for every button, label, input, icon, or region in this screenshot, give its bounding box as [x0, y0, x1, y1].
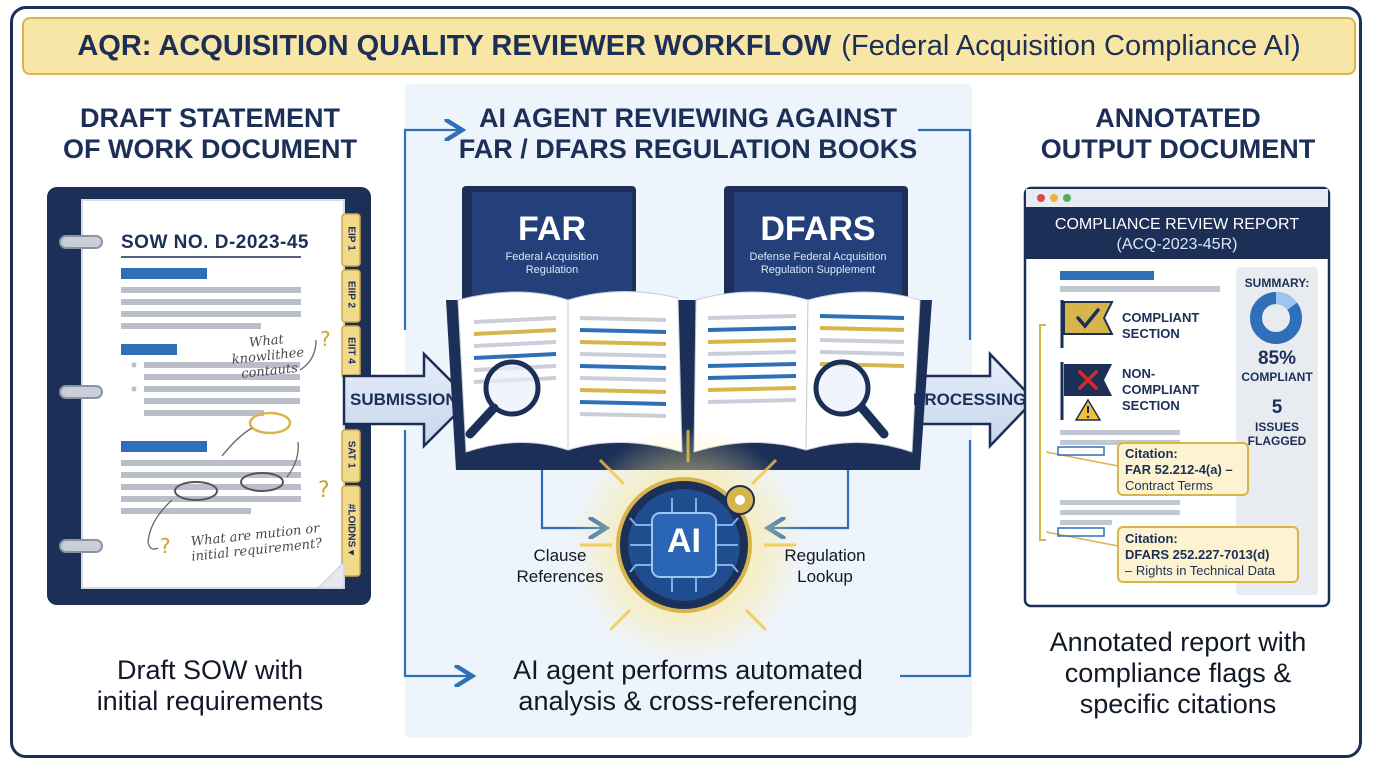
citation-2: Citation: DFARS 252.227-7013(d) – Rights… — [1125, 531, 1275, 579]
noncompliant-flag-icon — [1060, 362, 1112, 420]
far-book-subtitle-line1: Federal Acquisition — [505, 251, 599, 263]
clause-references-label: Clause References — [505, 545, 615, 587]
report-window — [1023, 186, 1331, 608]
far-book-subtitle: Federal Acquisition Regulation — [472, 251, 632, 277]
citation-1: Citation: FAR 52.212-4(a) – Contract Ter… — [1125, 446, 1233, 494]
right-heading: ANNOTATED OUTPUT DOCUMENT — [1006, 103, 1350, 165]
right-caption-line1: Annotated report with — [1049, 627, 1307, 657]
regulation-lookup-label: Regulation Lookup — [770, 545, 880, 587]
left-caption-line2: initial requirements — [96, 686, 324, 716]
svg-text:?: ? — [160, 534, 171, 558]
submission-label: SUBMISSION — [350, 390, 458, 409]
noncompliant-line2: COMPLIANT — [1122, 382, 1200, 397]
citation-2-line2: – Rights in Technical Data — [1125, 563, 1276, 578]
ai-label: AI — [667, 522, 701, 560]
noncompliant-line3: SECTION — [1122, 398, 1180, 413]
report-title-line1: COMPLIANCE REVIEW REPORT — [1054, 216, 1300, 233]
center-caption-line1: AI agent performs automated — [513, 655, 863, 685]
dfars-open-book — [688, 291, 932, 470]
lookup-line2: Lookup — [797, 567, 853, 586]
left-heading-line2: OF WORK DOCUMENT — [63, 134, 357, 164]
binder-tab-3[interactable]: EIIT 4 — [345, 337, 357, 364]
binder-tab-1[interactable]: EIP 1 — [345, 226, 357, 251]
issues-line1: ISSUES — [1254, 420, 1299, 434]
outer-frame — [10, 6, 1362, 758]
title-main: AQR: ACQUISITION QUALITY REVIEWER WORKFL… — [77, 29, 832, 62]
issues-flagged-label: ISSUES FLAGGED — [1236, 420, 1318, 448]
right-caption-line2: compliance flags & — [1064, 658, 1292, 688]
noncompliant-line1: NON- — [1122, 366, 1156, 381]
binder-tab-5[interactable]: #LOIDNS ▾ — [345, 503, 357, 556]
dfars-book — [724, 186, 908, 308]
dfars-book-title: DFARS — [760, 210, 876, 248]
sow-number: SOW NO. D-2023-45 — [121, 232, 309, 253]
citation-2-label: Citation: — [1125, 531, 1178, 546]
warning-icon — [1074, 398, 1102, 421]
far-book-subtitle-line2: Regulation — [525, 264, 579, 276]
compliant-flag-icon — [1060, 300, 1114, 348]
far-book — [462, 186, 636, 308]
compliant-summary-label: COMPLIANT — [1241, 370, 1313, 384]
report-title-line2: (ACQ-2023-45R) — [1116, 236, 1238, 253]
citation-1-line2: Contract Terms — [1125, 478, 1213, 493]
center-caption-line2: analysis & cross-referencing — [518, 686, 858, 716]
compliant-section-label: COMPLIANT SECTION — [1122, 310, 1199, 342]
right-heading-line1: ANNOTATED — [1095, 103, 1261, 133]
title-banner: AQR: ACQUISITION QUALITY REVIEWER WORKFL… — [22, 17, 1356, 75]
right-heading-line2: OUTPUT DOCUMENT — [1040, 134, 1316, 164]
binder-tab-4[interactable]: SAT 1 — [345, 440, 357, 469]
lookup-line1: Regulation — [784, 546, 866, 565]
magnifier-icon — [813, 359, 889, 439]
citation-1-label: Citation: — [1125, 446, 1178, 461]
summary-label: SUMMARY: — [1244, 276, 1310, 290]
left-heading: DRAFT STATEMENT OF WORK DOCUMENT — [40, 103, 380, 165]
issues-count: 5 — [1271, 397, 1283, 418]
far-book-title: FAR — [518, 210, 586, 248]
compliance-donut — [1250, 292, 1302, 344]
svg-text:?: ? — [320, 327, 331, 351]
citation-1-line1: FAR 52.212-4(a) – — [1125, 462, 1233, 477]
magnifier-icon — [465, 359, 541, 439]
sow-binder: ? ? ? — [47, 187, 371, 605]
title-subtitle: (Federal Acquisition Compliance AI) — [841, 29, 1301, 62]
submission-arrow-shape — [342, 350, 472, 450]
far-open-book — [446, 290, 688, 470]
center-heading-line1: AI AGENT REVIEWING AGAINST — [478, 103, 897, 133]
center-heading-line2: FAR / DFARS REGULATION BOOKS — [458, 134, 918, 164]
citation-2-line1: DFARS 252.227-7013(d) — [1125, 547, 1270, 562]
binder-tab-2[interactable]: EIIP 2 — [345, 280, 357, 309]
compliant-line1: COMPLIANT — [1122, 310, 1200, 325]
ai-chip-icon — [570, 427, 806, 663]
left-heading-line1: DRAFT STATEMENT — [80, 103, 340, 133]
right-caption: Annotated report with compliance flags &… — [1006, 627, 1350, 720]
left-caption: Draft SOW with initial requirements — [40, 655, 380, 717]
left-caption-line1: Draft SOW with — [116, 655, 304, 685]
noncompliant-section-label: NON- COMPLIANT SECTION — [1122, 366, 1199, 414]
dfars-book-subtitle: Defense Federal Acquisition Regulation S… — [734, 251, 902, 277]
right-caption-line3: specific citations — [1079, 689, 1277, 719]
center-caption: AI agent performs automated analysis & c… — [430, 655, 946, 717]
clause-line2: References — [516, 567, 604, 586]
center-heading: AI AGENT REVIEWING AGAINST FAR / DFARS R… — [430, 103, 946, 165]
report-title: COMPLIANCE REVIEW REPORT (ACQ-2023-45R) — [1026, 215, 1328, 255]
compliant-line2: SECTION — [1122, 326, 1180, 341]
clause-line1: Clause — [533, 546, 587, 565]
compliance-percent: 85% — [1257, 348, 1297, 369]
processing-label: PROCESSING — [913, 390, 1027, 409]
dfars-book-subtitle-line1: Defense Federal Acquisition — [749, 251, 887, 263]
svg-text:?: ? — [318, 478, 330, 503]
dfars-book-subtitle-line2: Regulation Supplement — [760, 264, 876, 276]
issues-line2: FLAGGED — [1247, 434, 1307, 448]
